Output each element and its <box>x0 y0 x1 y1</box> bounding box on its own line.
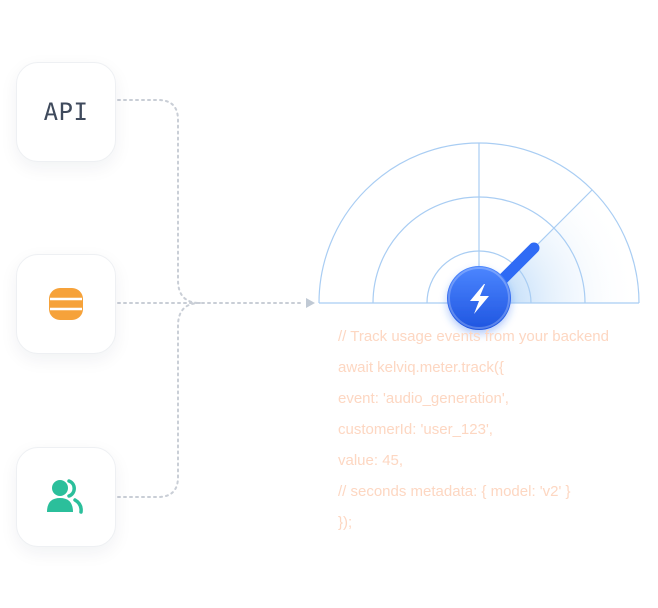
lightning-bolt-icon <box>470 284 489 314</box>
code-snippet: // Track usage events from your backend … <box>338 324 638 541</box>
api-label: API <box>43 98 89 126</box>
database-source-card <box>16 254 116 354</box>
code-line: value: 45, <box>338 452 404 469</box>
users-icon <box>47 479 83 514</box>
connector-arrowhead <box>306 298 315 308</box>
gauge-needle-tip <box>529 243 539 253</box>
connector-api <box>117 99 201 304</box>
code-line: // seconds metadata: { model: 'v2' } <box>338 483 571 500</box>
code-line: event: 'audio_generation', <box>338 390 509 407</box>
code-line: customerId: 'user_123', <box>338 421 493 438</box>
database-icon <box>49 288 83 320</box>
code-line: }); <box>338 514 353 531</box>
highlight-sector <box>479 190 639 303</box>
api-source-card: API <box>16 62 116 162</box>
connector-users <box>117 302 201 498</box>
users-source-card <box>16 447 116 547</box>
code-line: // Track usage events from your backend <box>338 328 609 345</box>
code-line: await kelviq.meter.track({ <box>338 359 504 376</box>
